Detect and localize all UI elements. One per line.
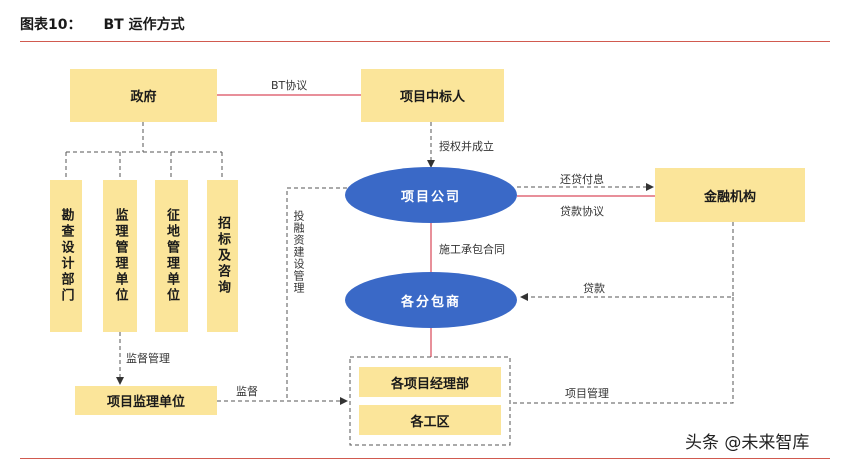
work-areas-box: 各工区 <box>359 405 501 435</box>
bt-agreement-label: BT协议 <box>271 79 308 92</box>
contractor-group-border <box>349 356 511 446</box>
loan-agreement-label: 贷款协议 <box>560 205 604 218</box>
authorize-establish-label: 授权并成立 <box>439 140 494 153</box>
watermark: 头条 @未来智库 <box>685 433 810 453</box>
land-management-unit-box: 征地管理单位 <box>155 180 188 332</box>
gov-tree-line <box>65 122 223 180</box>
figure-title: 图表10： BT 运作方式 <box>20 14 185 34</box>
project-management-label: 项目管理 <box>565 387 609 400</box>
project-management-line <box>512 297 734 404</box>
bidding-consulting-box: 招标及咨询 <box>207 180 238 332</box>
figure-caption: BT 运作方式 <box>103 17 185 33</box>
project-supervision-unit-box: 项目监理单位 <box>75 386 217 415</box>
bottom-rule <box>20 458 830 459</box>
government-box: 政府 <box>70 69 217 122</box>
investment-management-label: 投融资建设管理 <box>292 210 305 294</box>
supervision-management-label: 监督管理 <box>126 352 170 365</box>
supervision-unit-box: 监理管理单位 <box>103 180 137 332</box>
loan-arrow <box>520 222 734 301</box>
supervision-label: 监督 <box>236 385 258 398</box>
investment-management-line <box>286 187 347 401</box>
repay-interest-label: 还贷付息 <box>560 173 604 186</box>
survey-design-dept-box: 勘查设计部门 <box>50 180 82 332</box>
top-rule <box>20 41 830 42</box>
subcontractors-node: 各分包商 <box>345 272 517 328</box>
loan-label: 贷款 <box>583 282 605 295</box>
figure-number: 图表10： <box>20 17 82 33</box>
financial-institution-box: 金融机构 <box>655 168 805 222</box>
project-manager-dept-box: 各项目经理部 <box>359 367 501 397</box>
winning-bidder-box: 项目中标人 <box>361 69 504 122</box>
project-company-node: 项目公司 <box>345 167 517 223</box>
construction-contract-label: 施工承包合同 <box>439 243 505 256</box>
